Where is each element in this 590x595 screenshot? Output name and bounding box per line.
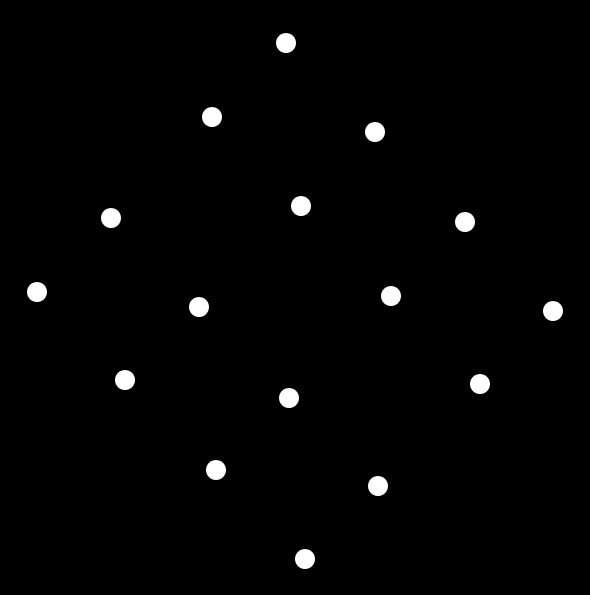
dot xyxy=(115,370,135,390)
dot xyxy=(101,208,121,228)
dot xyxy=(202,107,222,127)
dot xyxy=(276,33,296,53)
dot xyxy=(189,297,209,317)
dot xyxy=(543,301,563,321)
dot xyxy=(27,282,47,302)
dot xyxy=(291,196,311,216)
dot xyxy=(455,212,475,232)
dot xyxy=(206,460,226,480)
dot xyxy=(295,549,315,569)
dot xyxy=(381,286,401,306)
dot xyxy=(470,374,490,394)
dot xyxy=(368,476,388,496)
dot xyxy=(365,122,385,142)
dot xyxy=(279,388,299,408)
